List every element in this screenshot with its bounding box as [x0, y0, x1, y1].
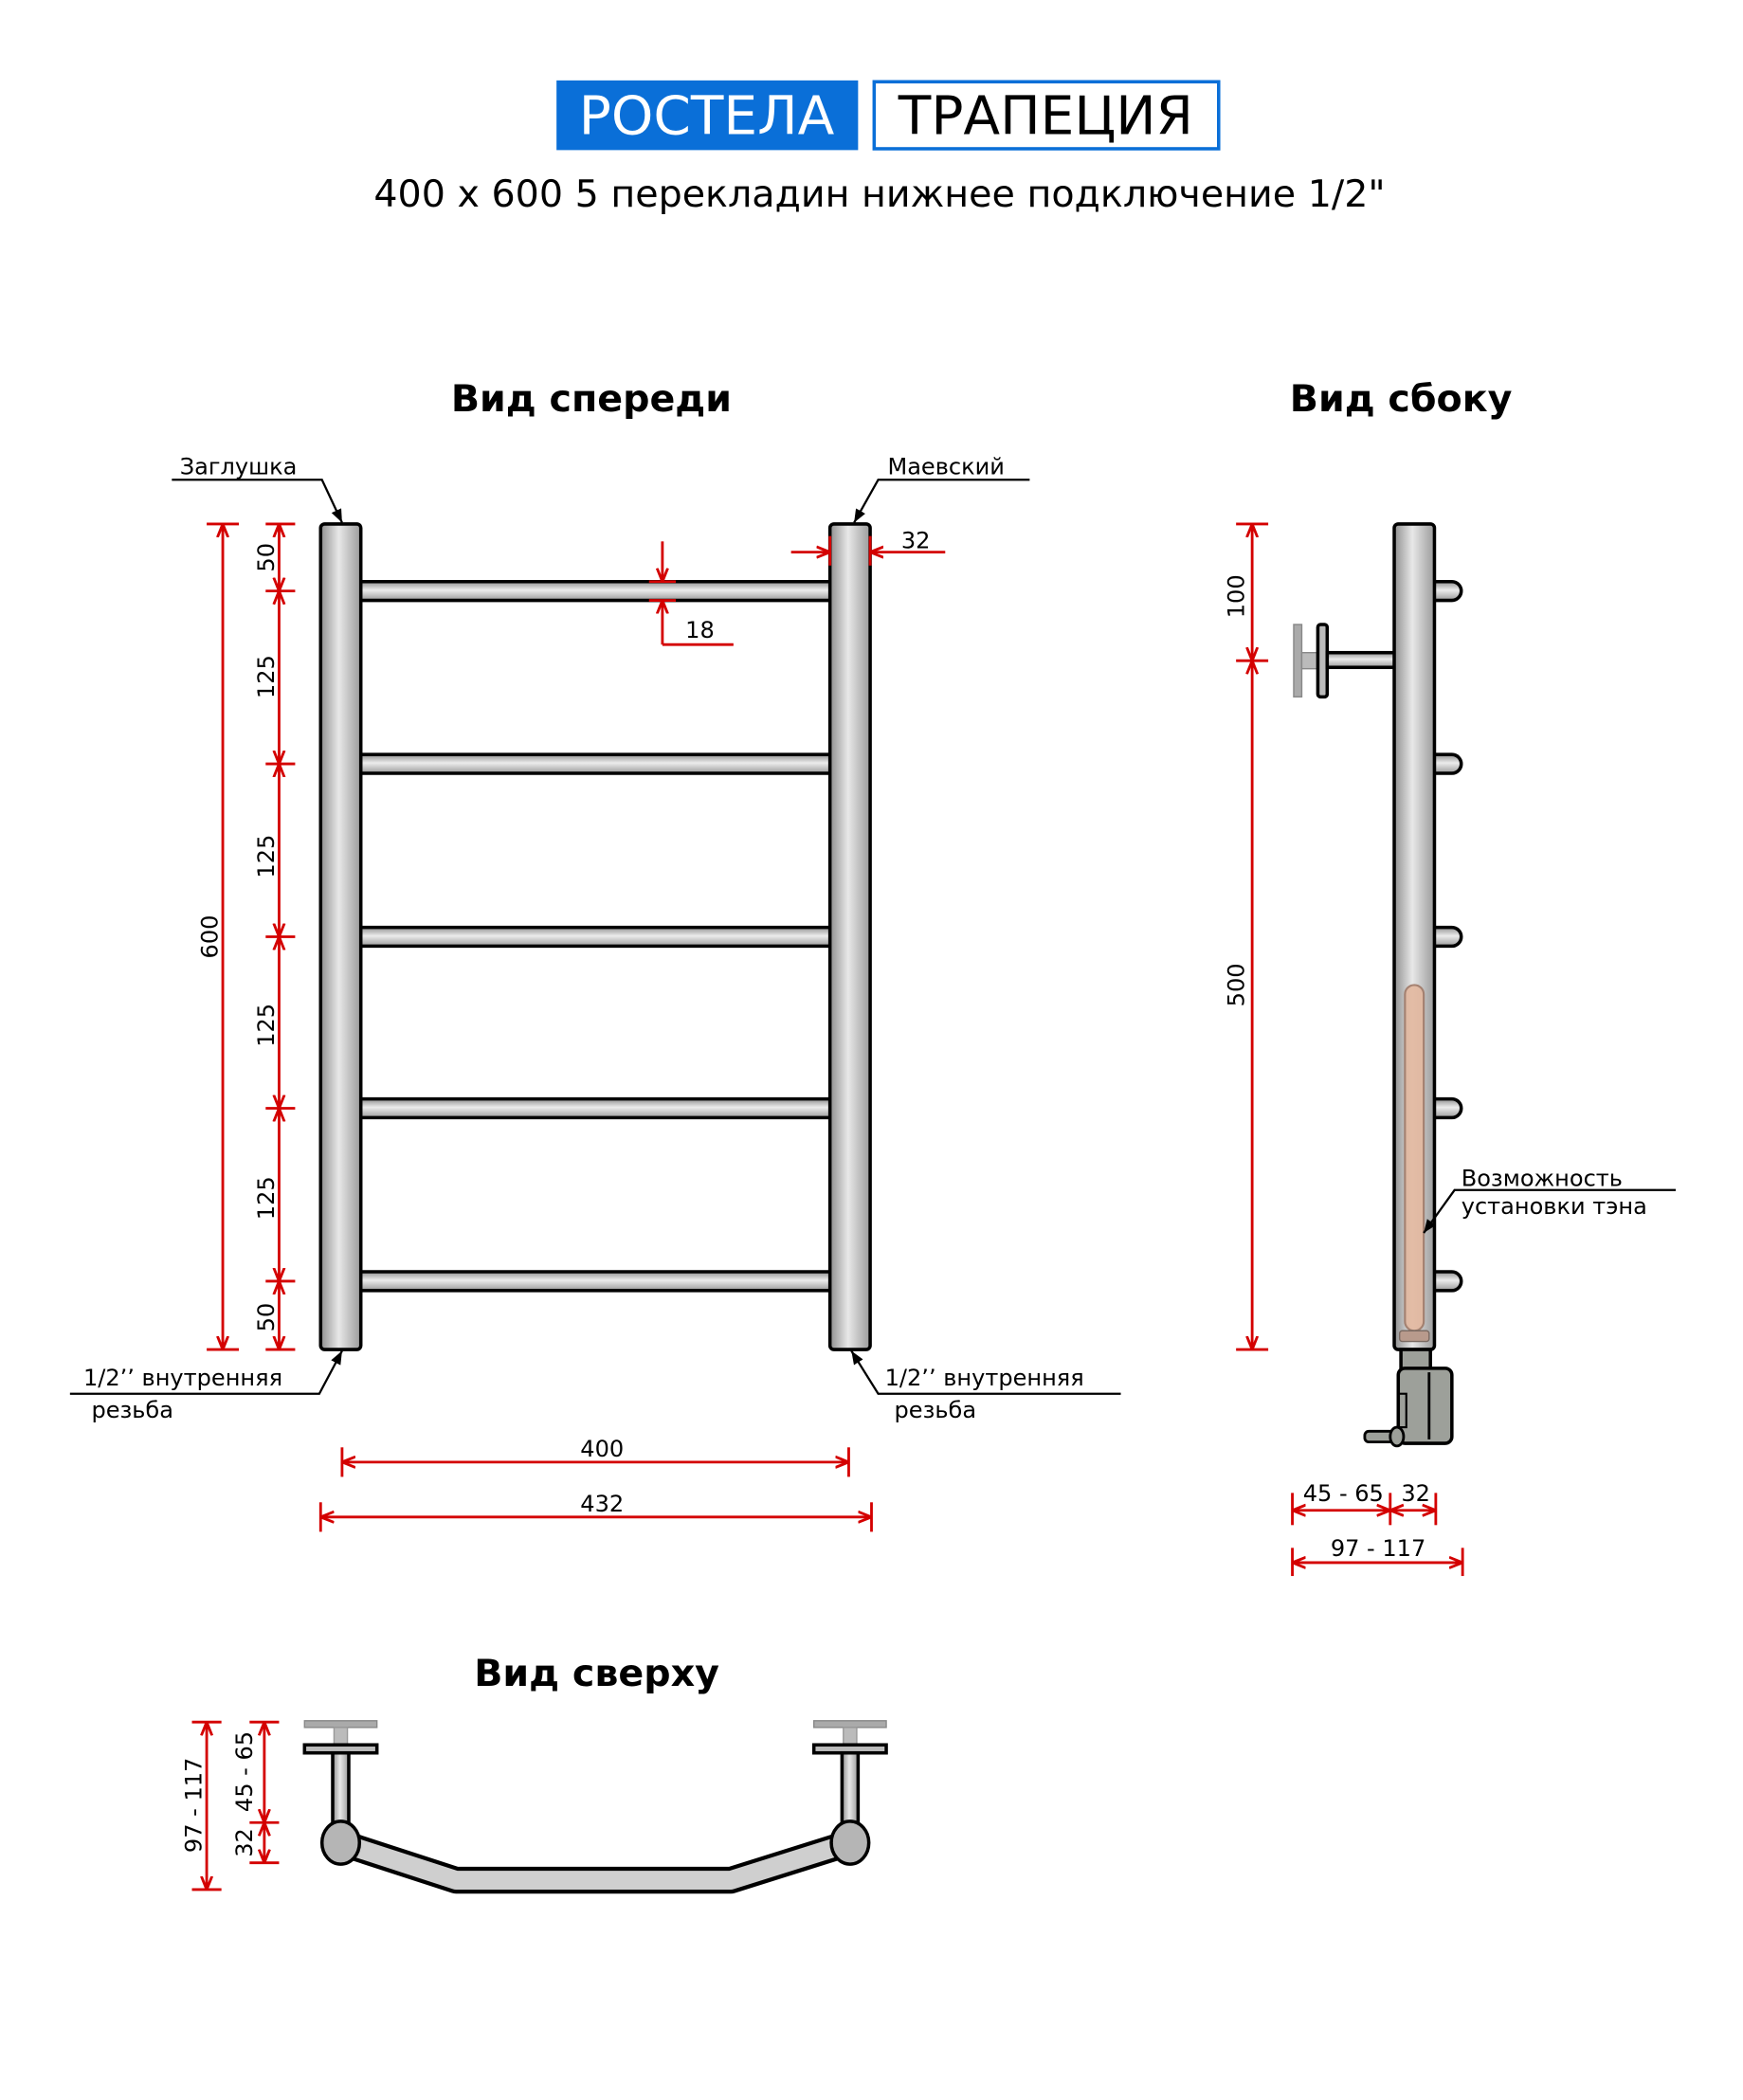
dim-height-label: 600 [196, 915, 223, 959]
heater-label-2: установки тэна [1462, 1193, 1647, 1220]
rung [351, 1096, 840, 1120]
rung [351, 752, 840, 775]
thread-left-label-1: 1/2’’ внутренняя [83, 1365, 282, 1391]
dim-pipe-diameter-label: 32 [901, 527, 931, 553]
dim-overall-width: 432 [318, 1491, 873, 1532]
dim-spacing-chain: 50 125 125 125 125 50 [253, 522, 296, 1351]
dim-height: 600 [196, 522, 240, 1351]
dim-overall-width-label: 432 [580, 1491, 624, 1517]
top-rung [337, 1834, 853, 1890]
dim-bottom-gap: 50 [253, 1303, 280, 1332]
dim-spacing: 125 [253, 655, 280, 698]
brand-box [556, 80, 859, 151]
dim-side-top: 100 500 [1224, 522, 1269, 1351]
dim-center-distance: 400 [340, 1436, 850, 1477]
dim-side-main-label: 500 [1224, 963, 1250, 1006]
dim-side-depth: 45 - 65 32 97 - 117 [1291, 1480, 1464, 1577]
brand-name: РОСТЕЛА [579, 84, 835, 147]
dim-top-wall-label: 45 - 65 [231, 1731, 258, 1812]
dim-side-wall-label: 45 - 65 [1303, 1480, 1384, 1507]
left-mount [302, 1720, 379, 1866]
heater-label-1: Возможность [1462, 1166, 1623, 1192]
left-riser [318, 522, 363, 1351]
side-view-title: Вид сбоку [1290, 377, 1513, 421]
dim-top-pipe-label: 32 [231, 1828, 258, 1857]
thread-right-label-2: резьба [895, 1397, 977, 1423]
header: РОСТЕЛА ТРАПЕЦИЯ 400 x 600 5 перекладин … [373, 80, 1386, 216]
rung [351, 925, 840, 949]
dim-spacing: 125 [253, 1176, 280, 1220]
front-view: Вид спереди Заглушка Маевский 1/2’’ внут… [69, 377, 1121, 1532]
dim-top-view: 97 - 117 45 - 65 32 [180, 1720, 280, 1892]
wall-bracket [1293, 623, 1399, 699]
model-name: ТРАПЕЦИЯ [898, 84, 1193, 147]
heating-element [1363, 984, 1454, 1448]
model-box [872, 80, 1221, 151]
top-view: Вид сверху 97 - 117 45 - 65 32 [180, 1652, 888, 1894]
dim-top-total-label: 97 - 117 [180, 1758, 207, 1853]
dim-spacing: 125 [253, 1004, 280, 1047]
thread-left-label-2: резьба [91, 1397, 173, 1423]
front-view-title: Вид спереди [451, 377, 732, 421]
dim-top-gap: 50 [253, 543, 280, 572]
subtitle: 400 x 600 5 перекладин нижнее подключени… [373, 172, 1385, 216]
rung [351, 579, 840, 603]
dim-rung-diameter-label: 18 [685, 617, 715, 643]
mayevsky-callout: Маевский [853, 454, 1030, 524]
thread-left-callout: 1/2’’ внутренняя резьба [69, 1349, 343, 1423]
plug-callout: Заглушка [172, 454, 343, 524]
top-view-title: Вид сверху [474, 1652, 719, 1695]
mayevsky-label: Маевский [887, 454, 1004, 480]
dim-rung-diameter: 18 [648, 541, 734, 646]
right-riser [827, 522, 872, 1351]
dim-pipe-diameter: 32 [790, 527, 946, 566]
dim-side-pipe-label: 32 [1401, 1480, 1430, 1507]
plug-label: Заглушка [180, 454, 298, 480]
thread-right-callout: 1/2’’ внутренняя резьба [850, 1349, 1121, 1423]
rungs [351, 579, 840, 1293]
rung [351, 1270, 840, 1293]
dim-side-total-label: 97 - 117 [1331, 1535, 1425, 1562]
thread-right-label-1: 1/2’’ внутренняя [885, 1365, 1084, 1391]
right-mount [811, 1720, 888, 1866]
dim-spacing: 125 [253, 835, 280, 878]
dim-side-top-label: 100 [1224, 574, 1250, 618]
dim-center-distance-label: 400 [580, 1436, 624, 1462]
heater-callout: Возможность установки тэна [1423, 1166, 1677, 1234]
side-view: Вид сбоку Возможность установки тэна 100… [1224, 377, 1677, 1577]
